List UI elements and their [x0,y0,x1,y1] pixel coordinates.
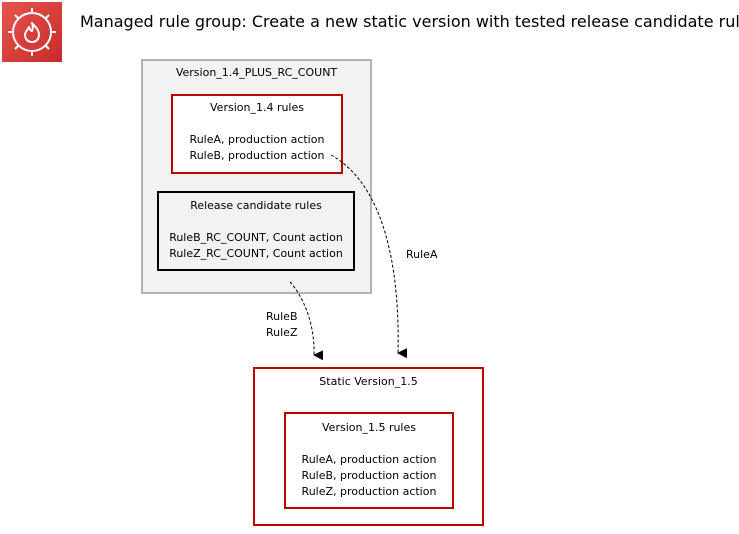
arrow-label-rule-b: RuleB [266,310,298,323]
group-label: Version_1.4_PLUS_RC_COUNT [175,66,338,79]
version-1-5-rules-box: Version_1.5 rules RuleA, production acti… [284,412,454,509]
arrow-rule-a [330,154,408,359]
release-candidate-rules-box: Release candidate rules RuleB_RC_COUNT, … [157,191,355,271]
box-heading: Release candidate rules [190,199,322,212]
rule-line: RuleZ_RC_COUNT, Count action [169,247,343,260]
rule-line: RuleB, production action [301,469,437,482]
rule-line: RuleB, production action [189,149,325,162]
rule-line: RuleB_RC_COUNT, Count action [169,231,343,244]
rule-line: RuleA, production action [189,133,325,146]
arrow-rule-b-z [289,281,324,361]
waf-firewall-icon [2,2,62,62]
version-1-4-rules-box: Version_1.4 rules RuleA, production acti… [171,94,343,174]
diagram-title: Managed rule group: Create a new static … [80,12,739,31]
box-heading: Version_1.5 rules [322,421,416,434]
rule-line: RuleZ, production action [301,485,437,498]
arrow-label-rule-a: RuleA [406,248,438,261]
box-heading: Version_1.4 rules [210,101,304,114]
group-label: Static Version_1.5 [319,375,418,388]
arrow-label-rule-z: RuleZ [266,326,298,339]
rule-line: RuleA, production action [301,453,437,466]
